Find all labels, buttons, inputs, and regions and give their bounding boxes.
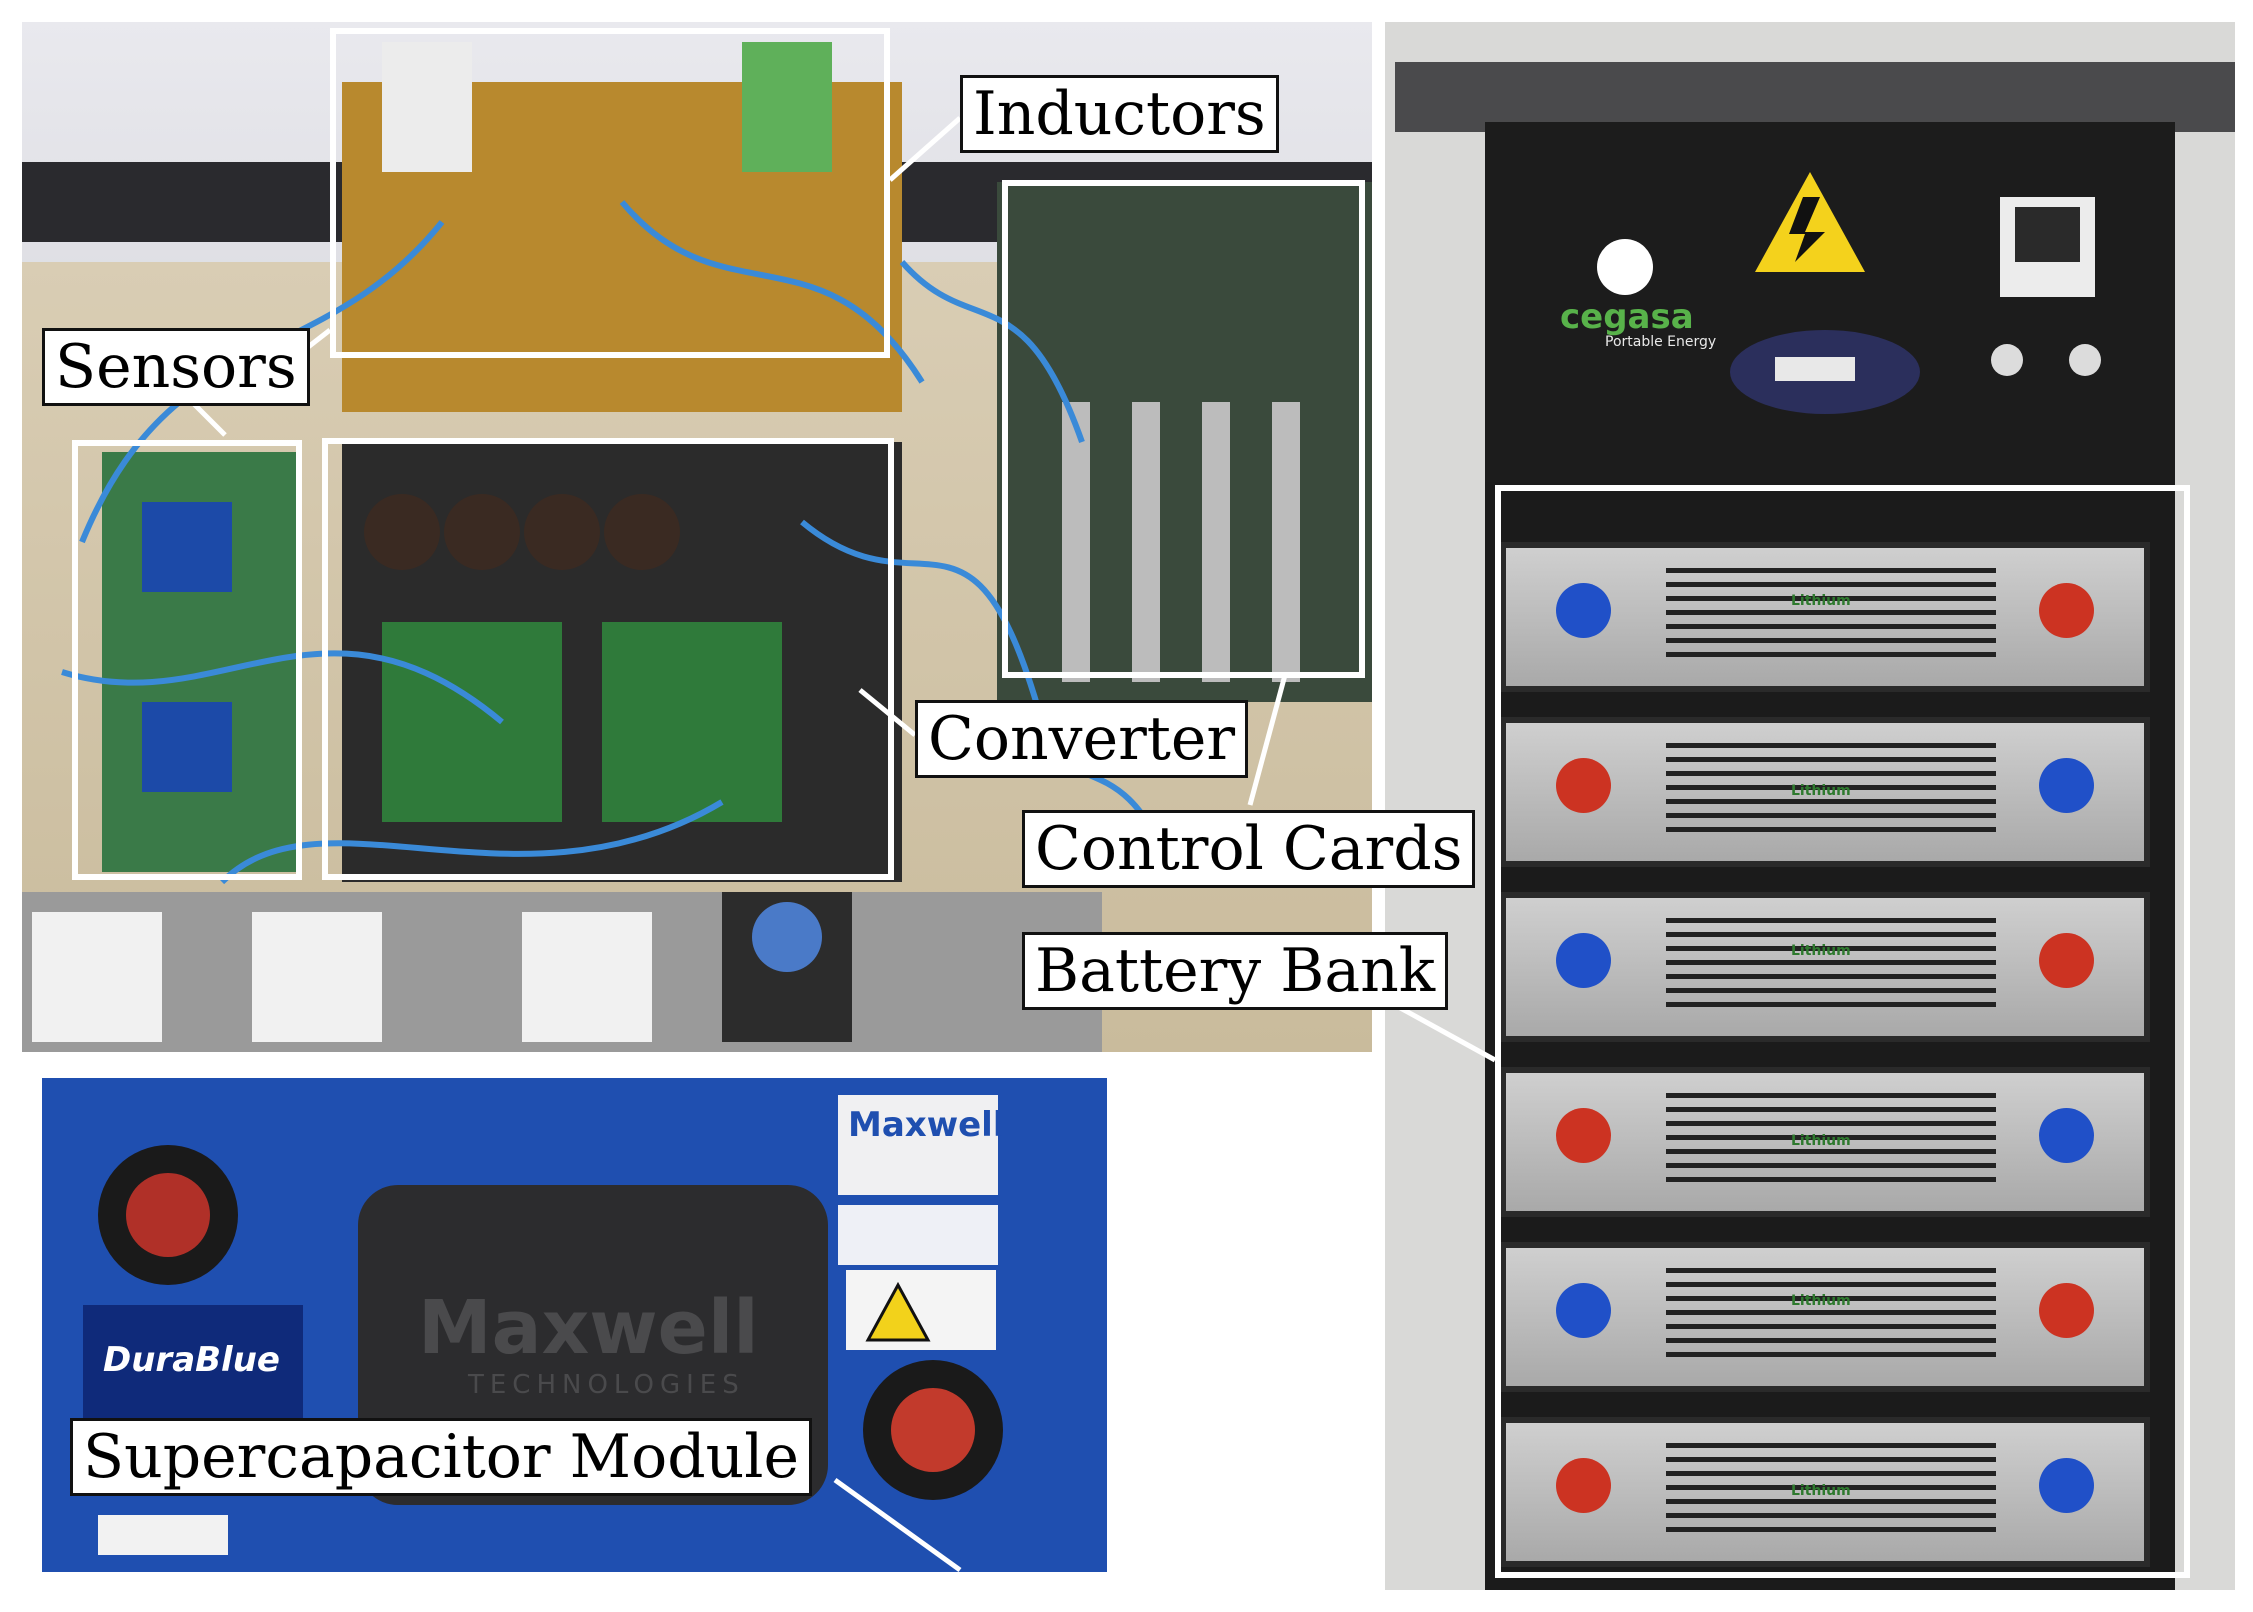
lithium-label: Lithium bbox=[1791, 1133, 1851, 1149]
supercapacitor-label: Supercapacitor Module bbox=[70, 1418, 812, 1496]
battery-bank-label: Battery Bank bbox=[1022, 932, 1449, 1010]
lithium-label: Lithium bbox=[1791, 593, 1851, 609]
converter-bench-photo bbox=[22, 22, 1372, 1052]
converter-label: Converter bbox=[915, 700, 1249, 778]
cegasa-logo: cegasa bbox=[1560, 297, 1694, 337]
lithium-label: Lithium bbox=[1791, 1483, 1851, 1499]
vent-grille bbox=[1666, 568, 1996, 658]
positive-terminal bbox=[2039, 933, 2094, 988]
battery-module: Lithium bbox=[1500, 1067, 2150, 1217]
inductors-label: Inductors bbox=[960, 75, 1279, 153]
battery-bank-highlight bbox=[1495, 485, 2190, 1578]
maxwell-logo: Maxwell bbox=[848, 1105, 1005, 1145]
inductors-highlight bbox=[330, 28, 890, 358]
negative-terminal bbox=[2039, 1458, 2094, 1513]
negative-terminal bbox=[2039, 758, 2094, 813]
battery-module: Lithium bbox=[1500, 1242, 2150, 1392]
lithium-label: Lithium bbox=[1791, 1293, 1851, 1309]
vent-grille bbox=[1666, 918, 1996, 1008]
positive-terminal bbox=[1556, 758, 1611, 813]
positive-terminal bbox=[1556, 1458, 1611, 1513]
positive-terminal bbox=[1556, 1108, 1611, 1163]
battery-module: Lithium bbox=[1500, 717, 2150, 867]
positive-terminal bbox=[2039, 1283, 2094, 1338]
battery-module: Lithium bbox=[1500, 1417, 2150, 1567]
supercapacitor-highlight bbox=[36, 1072, 1113, 1578]
battery-module: Lithium bbox=[1500, 542, 2150, 692]
negative-terminal bbox=[1556, 1283, 1611, 1338]
positive-terminal bbox=[2039, 583, 2094, 638]
vent-grille bbox=[1666, 1093, 1996, 1183]
lithium-label: Lithium bbox=[1791, 943, 1851, 959]
negative-terminal bbox=[1556, 583, 1611, 638]
battery-module: Lithium bbox=[1500, 892, 2150, 1042]
negative-terminal bbox=[2039, 1108, 2094, 1163]
control-cards-highlight bbox=[1002, 180, 1365, 678]
sensors-label: Sensors bbox=[42, 328, 310, 406]
cegasa-subtitle: Portable Energy bbox=[1605, 334, 1717, 350]
durablue-logo: DuraBlue bbox=[103, 1340, 280, 1380]
negative-terminal bbox=[1556, 933, 1611, 988]
lithium-label: Lithium bbox=[1791, 783, 1851, 799]
maxwell-logo-embossed: Maxwell bbox=[418, 1285, 759, 1371]
vent-grille bbox=[1666, 1268, 1996, 1358]
converter-highlight bbox=[322, 438, 894, 880]
vent-grille bbox=[1666, 1443, 1996, 1533]
control-cards-label: Control Cards bbox=[1022, 810, 1476, 888]
vent-grille bbox=[1666, 743, 1996, 833]
maxwell-subtitle: TECHNOLOGIES bbox=[468, 1370, 745, 1400]
sensors-highlight bbox=[72, 440, 302, 880]
